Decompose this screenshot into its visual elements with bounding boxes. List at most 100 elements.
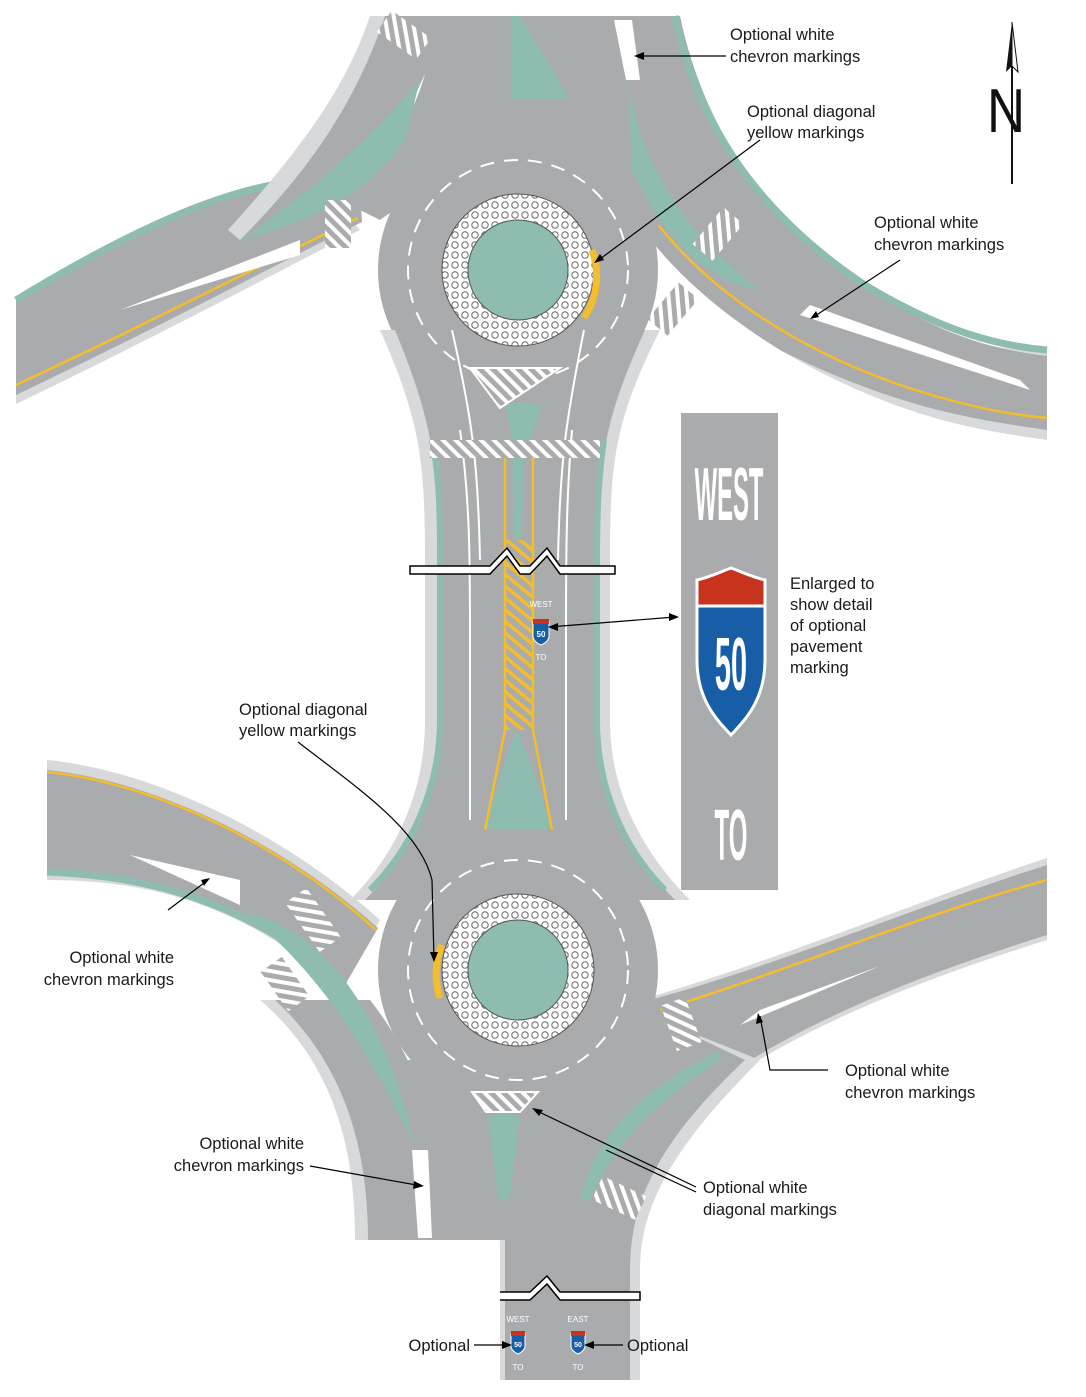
north-apron-yellow-diagonal [581, 248, 601, 320]
small-to-word: TO [536, 653, 547, 662]
enlarged-pavement-marking-detail: WEST 50 TO [681, 413, 778, 890]
small-west-word-south: WEST [506, 1315, 529, 1324]
callout-white-diagonal-bottom-line2: diagonal markings [703, 1201, 837, 1219]
small-number-south-left: 50 [514, 1342, 522, 1349]
green-edge-left-connector [367, 439, 443, 893]
south-central-island [467, 919, 569, 1021]
shield-number: 50 [715, 624, 747, 707]
north-left-ramp-sidewalk [228, 16, 385, 240]
small-number: 50 [537, 630, 546, 639]
callout-yellow-diagonal-top-line2: yellow markings [747, 124, 864, 142]
median-north-splitter-2 [513, 16, 568, 98]
shield-red-top [695, 566, 767, 608]
median-connector-pin [512, 450, 524, 539]
small-shield [532, 621, 550, 646]
small-to-word-south-right: TO [573, 1363, 584, 1372]
callout-white-chevron-top-line1: Optional white [730, 26, 835, 44]
small-pavement-marking-south-right: EAST 50 TO [568, 1315, 589, 1372]
small-to-word-south-left: TO [513, 1363, 524, 1372]
southwest-white-chevron [130, 855, 240, 905]
roadway-network [14, 10, 1048, 1397]
connector-break-line [409, 546, 616, 575]
small-shield-top [533, 619, 549, 624]
callout-enlarged-line5: marking [790, 659, 849, 677]
callout-yellow-diagonal-mid: Optional diagonal yellow markings [239, 701, 367, 740]
callout-white-diagonal-bottom-line1: Optional white [703, 1179, 808, 1197]
callout-yellow-diagonal-mid-line2: yellow markings [239, 722, 356, 740]
north-left-ramp [250, 16, 450, 230]
median-northwest [240, 80, 420, 240]
callout-white-chevron-bottom-left: Optional white chevron markings [174, 1135, 304, 1175]
southeast-white-chevron [740, 966, 880, 1025]
callout-white-chevron-left-line2: chevron markings [44, 971, 174, 989]
median-south-splitter [488, 1113, 520, 1201]
callout-enlarged-line1: Enlarged to [790, 575, 874, 593]
small-east-word-south: EAST [568, 1315, 589, 1324]
small-pavement-marking-connector: WEST 50 TO [529, 600, 552, 662]
bottom-left-whitespace [16, 1240, 500, 1397]
callout-enlarged-line4: pavement [790, 638, 863, 656]
median-connector-top [506, 402, 542, 440]
shield-blue-body [695, 604, 767, 738]
small-number-south-right: 50 [574, 1342, 582, 1349]
median-connector-bottom [485, 730, 550, 830]
callout-white-chevron-lower-right-line2: chevron markings [845, 1084, 975, 1102]
callout-white-chevron-lower-right: Optional white chevron markings [845, 1062, 975, 1102]
north-arrow-head-right [1011, 21, 1019, 74]
interstate-shield: 50 [695, 566, 767, 738]
callout-white-chevron-bottom-left-line2: chevron markings [174, 1157, 304, 1175]
callout-enlarged: Enlarged to show detail of optional pave… [790, 575, 874, 677]
callout-white-chevron-lower-right-line1: Optional white [845, 1062, 950, 1080]
crosswalks [260, 10, 744, 1220]
small-shield-south-right [570, 1333, 586, 1355]
leader-lines [167, 55, 901, 1346]
median-southeast-1 [580, 1050, 720, 1200]
enlarged-west-word: WEST [695, 453, 764, 537]
northwest-white-chevron [120, 240, 300, 310]
callout-white-chevron-right: Optional white chevron markings [874, 214, 1004, 254]
connector-yellow-edge-left [483, 440, 507, 831]
southwest-ramp-yellow [46, 770, 377, 931]
median-northeast-1 [628, 80, 760, 290]
southeast-ramp-yellow [659, 878, 1048, 1012]
green-edge-right-connector [594, 439, 668, 893]
northeast-ramp-yellow [671, 15, 1048, 354]
callout-enlarged-line3: of optional [790, 617, 866, 635]
small-west-word: WEST [529, 600, 552, 609]
north-central-island [467, 219, 569, 321]
callout-optional-left: Optional [409, 1337, 470, 1355]
north-arrow-letter: N [987, 77, 1025, 146]
callout-yellow-diagonal-top: Optional diagonal yellow markings [747, 103, 875, 142]
small-shield-south-left-top [511, 1331, 525, 1336]
callout-optional-right: Optional [627, 1337, 688, 1355]
southeast-ramp [650, 865, 1047, 1095]
south-white-hatch-triangle [470, 1091, 541, 1113]
callout-yellow-diagonal-mid-line1: Optional diagonal [239, 701, 367, 719]
northeast-ramp [610, 16, 1047, 430]
callout-white-chevron-top-line2: chevron markings [730, 48, 860, 66]
north-white-hatch-triangle [468, 367, 564, 410]
northeast-white-chevron [800, 305, 1030, 390]
callout-white-chevron-bottom-left-line1: Optional white [199, 1135, 304, 1153]
small-shield-south-right-top [571, 1331, 585, 1336]
callout-white-chevron-top: Optional white chevron markings [730, 26, 860, 66]
callout-enlarged-line2: show detail [790, 596, 873, 614]
callout-white-diagonal-bottom: Optional white diagonal markings [703, 1179, 837, 1219]
leader-arrowheads [201, 52, 819, 1349]
northeast-ramp-yellow-line [638, 199, 1048, 420]
small-shield-south-left [510, 1333, 526, 1355]
callout-white-chevron-right-line2: chevron markings [874, 236, 1004, 254]
north-arrow-head [1006, 22, 1012, 72]
callout-white-chevron-right-line1: Optional white [874, 214, 979, 232]
callout-yellow-diagonal-top-line1: Optional diagonal [747, 103, 875, 121]
small-pavement-marking-south-left: WEST 50 TO [506, 1315, 529, 1372]
south-white-chevron-strip [412, 1150, 432, 1238]
north-arrow: N [987, 21, 1025, 184]
callout-white-chevron-left: Optional white chevron markings [44, 949, 174, 989]
callout-white-chevron-left-line1: Optional white [69, 949, 174, 967]
connector-yellow-edge-right [531, 440, 554, 831]
south-circulatory-lane-line [407, 859, 629, 1081]
enlarged-to-word: TO [715, 796, 748, 876]
south-apron-yellow-diagonal [432, 943, 446, 1000]
